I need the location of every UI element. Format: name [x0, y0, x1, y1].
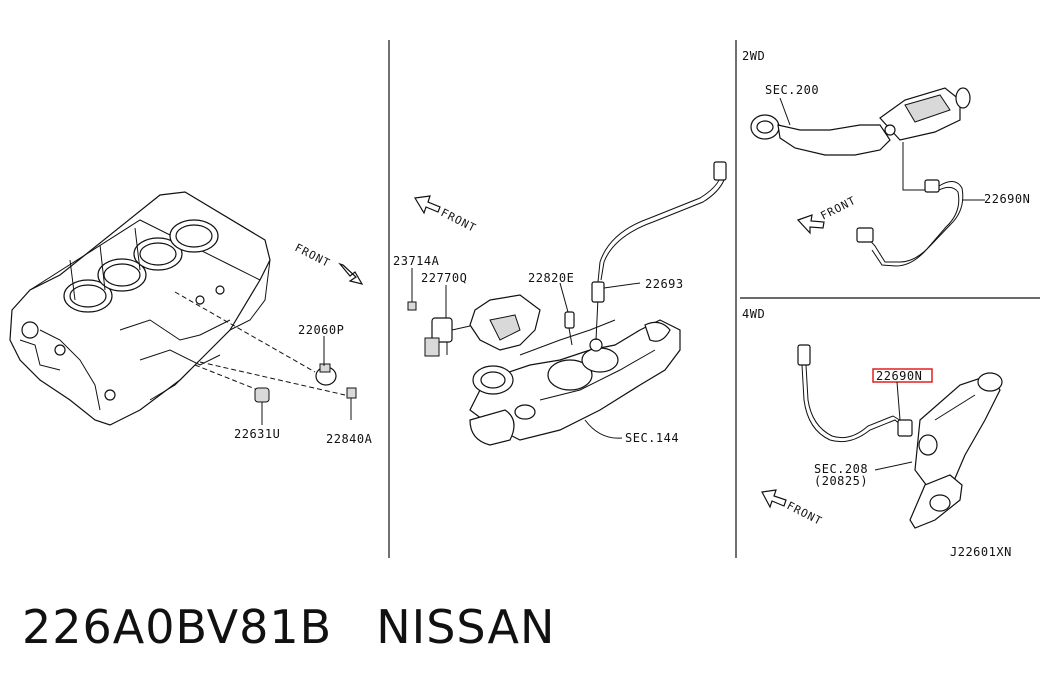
front-label: FRONT: [293, 241, 333, 270]
label-sec208: SEC.208: [814, 462, 868, 476]
pressure-sensor-22770Q: [424, 317, 471, 357]
diagram-code: J22601XN: [950, 545, 1012, 559]
highlight-box-22690N: [872, 368, 933, 383]
catalytic-pipe-4wd: [909, 372, 1003, 529]
exhaust-manifold-illustration: [469, 294, 681, 446]
label-22690N-4wd: 22690N: [876, 369, 922, 383]
label-sec208-sub: (20825): [814, 474, 868, 488]
front-arrow-2wd: FRONT: [796, 194, 858, 235]
caption: 226A0BV81B NISSAN: [22, 600, 555, 654]
label-23714A: 23714A: [393, 254, 440, 268]
label-22690N-2wd: 22690N: [984, 192, 1030, 206]
sensor-22690N-2wd: [856, 142, 964, 267]
sensor-22820E: [559, 282, 575, 346]
label-22693: 22693: [645, 277, 684, 291]
front-label-mid: FRONT: [439, 206, 479, 235]
brand-name: NISSAN: [376, 600, 556, 654]
bolt-23714A: [407, 268, 417, 311]
front-label-4wd: FRONT: [785, 499, 825, 528]
label-22770Q: 22770Q: [421, 271, 467, 285]
label-22631U: 22631U: [234, 427, 280, 441]
front-arrow-left-panel: FRONT: [293, 241, 364, 285]
label-22840A: 22840A: [326, 432, 373, 446]
bolt-22840A: [199, 361, 357, 420]
engine-block-illustration: [9, 191, 271, 426]
sensor-22631U: [194, 364, 270, 425]
knock-sensor-22060P: [174, 291, 337, 386]
label-sec144: SEC.144: [625, 431, 679, 445]
sensor-22693: [591, 161, 727, 341]
catalytic-pipe-2wd: [750, 87, 971, 156]
front-label-2wd: FRONT: [818, 194, 858, 223]
label-4wd: 4WD: [742, 307, 765, 321]
part-number: 226A0BV81B: [22, 600, 333, 654]
label-22820E: 22820E: [528, 271, 574, 285]
label-2wd: 2WD: [742, 49, 765, 63]
label-sec200: SEC.200: [765, 83, 819, 97]
sensor-22690N-4wd: [797, 344, 913, 443]
label-22060P: 22060P: [298, 323, 344, 337]
front-arrow-4wd: FRONT: [761, 489, 825, 528]
front-arrow-mid-panel: FRONT: [414, 195, 479, 235]
